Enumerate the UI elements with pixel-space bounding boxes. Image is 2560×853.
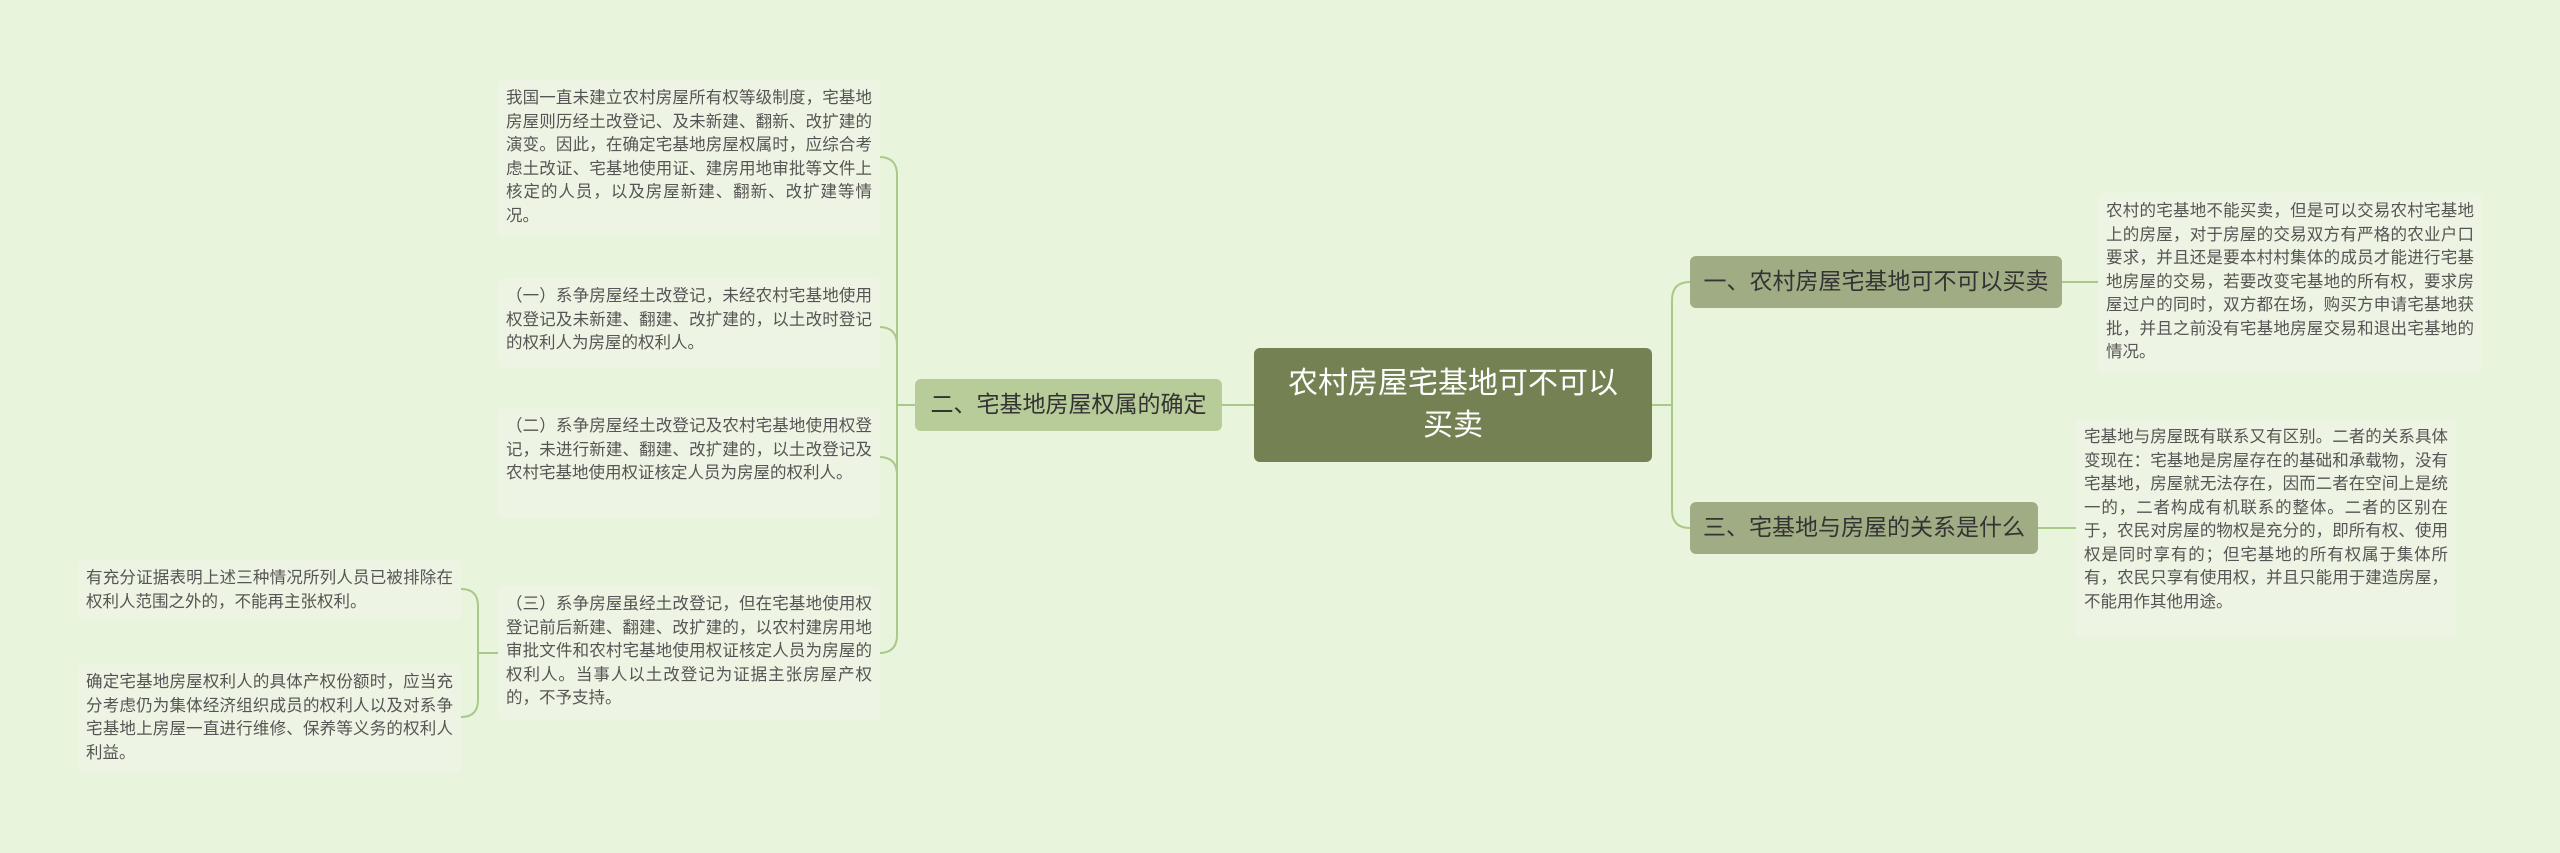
branch-label-1: 一、农村房屋宅基地可不可以买卖 xyxy=(1703,269,2049,295)
link-branch2-case2 xyxy=(878,456,898,476)
link-case3-sub2 xyxy=(460,699,479,718)
branch-node-3[interactable]: 三、宅基地与房屋的关系是什么 xyxy=(1690,502,2038,554)
leaf-b2-case3[interactable]: （三）系争房屋虽经土改登记，但在宅基地使用权登记前后新建、翻建、改扩建的，以农村… xyxy=(498,586,880,720)
leaf-b3-desc[interactable]: 宅基地与房屋既有联系又有区别。二者的关系具体变现在：宅基地是房屋存在的基础和承载… xyxy=(2076,419,2456,637)
link-root-branch3 xyxy=(1652,404,1691,529)
leaf-case3-sub2-text: 确定宅基地房屋权利人的具体产权份额时，应当充分考虑仍为集体经济组织成员的权利人以… xyxy=(86,672,453,762)
root-title: 农村房屋宅基地可不可以买卖 xyxy=(1288,366,1618,443)
leaf-case3-sub1[interactable]: 有充分证据表明上述三种情况所列人员已被排除在权利人范围之外的，不能再主张权利。 xyxy=(78,560,461,620)
leaf-b2-case1-text: （一）系争房屋经土改登记，未经农村宅基地使用权登记及未新建、翻建、改扩建的，以土… xyxy=(506,286,872,352)
leaf-b1-desc-text: 农村的宅基地不能买卖，但是可以交易农村宅基地上的房屋，对于房屋的交易双方有严格的… xyxy=(2106,201,2474,361)
link-branch2-case3 xyxy=(878,634,898,654)
branch-node-1[interactable]: 一、农村房屋宅基地可不可以买卖 xyxy=(1690,256,2062,308)
leaf-b3-desc-text: 宅基地与房屋既有联系又有区别。二者的关系具体变现在：宅基地是房屋存在的基础和承载… xyxy=(2084,427,2448,611)
leaf-b2-intro-text: 我国一直未建立农村房屋所有权等级制度，宅基地房屋则历经土改登记、及未新建、翻新、… xyxy=(506,88,872,225)
leaf-case3-sub1-text: 有充分证据表明上述三种情况所列人员已被排除在权利人范围之外的，不能再主张权利。 xyxy=(86,568,453,611)
leaf-b2-case1[interactable]: （一）系争房屋经土改登记，未经农村宅基地使用权登记及未新建、翻建、改扩建的，以土… xyxy=(498,278,880,368)
link-branch2-case1 xyxy=(878,326,898,346)
link-case3-sub1 xyxy=(460,588,479,607)
link-branch2-trunk xyxy=(896,175,915,635)
link-branch2-intro xyxy=(878,156,898,176)
link-root-branch1 xyxy=(1652,281,1691,406)
leaf-b2-case3-text: （三）系争房屋虽经土改登记，但在宅基地使用权登记前后新建、翻建、改扩建的，以农村… xyxy=(506,594,872,707)
root-node[interactable]: 农村房屋宅基地可不可以买卖 xyxy=(1254,348,1652,462)
branch-label-3: 三、宅基地与房屋的关系是什么 xyxy=(1703,515,2025,541)
branch-node-2[interactable]: 二、宅基地房屋权属的确定 xyxy=(915,379,1222,431)
branch-label-2: 二、宅基地房屋权属的确定 xyxy=(930,392,1207,418)
leaf-b2-case2-text: （二）系争房屋经土改登记及农村宅基地使用权登记，未进行新建、翻建、改扩建的，以土… xyxy=(506,416,872,482)
link-case3-trunk xyxy=(477,606,498,700)
leaf-b1-desc[interactable]: 农村的宅基地不能买卖，但是可以交易农村宅基地上的房屋，对于房屋的交易双方有严格的… xyxy=(2098,193,2482,373)
leaf-case3-sub2[interactable]: 确定宅基地房屋权利人的具体产权份额时，应当充分考虑仍为集体经济组织成员的权利人以… xyxy=(78,664,461,772)
leaf-b2-intro[interactable]: 我国一直未建立农村房屋所有权等级制度，宅基地房屋则历经土改登记、及未新建、翻新、… xyxy=(498,80,880,236)
leaf-b2-case2[interactable]: （二）系争房屋经土改登记及农村宅基地使用权登记，未进行新建、翻建、改扩建的，以土… xyxy=(498,408,880,518)
